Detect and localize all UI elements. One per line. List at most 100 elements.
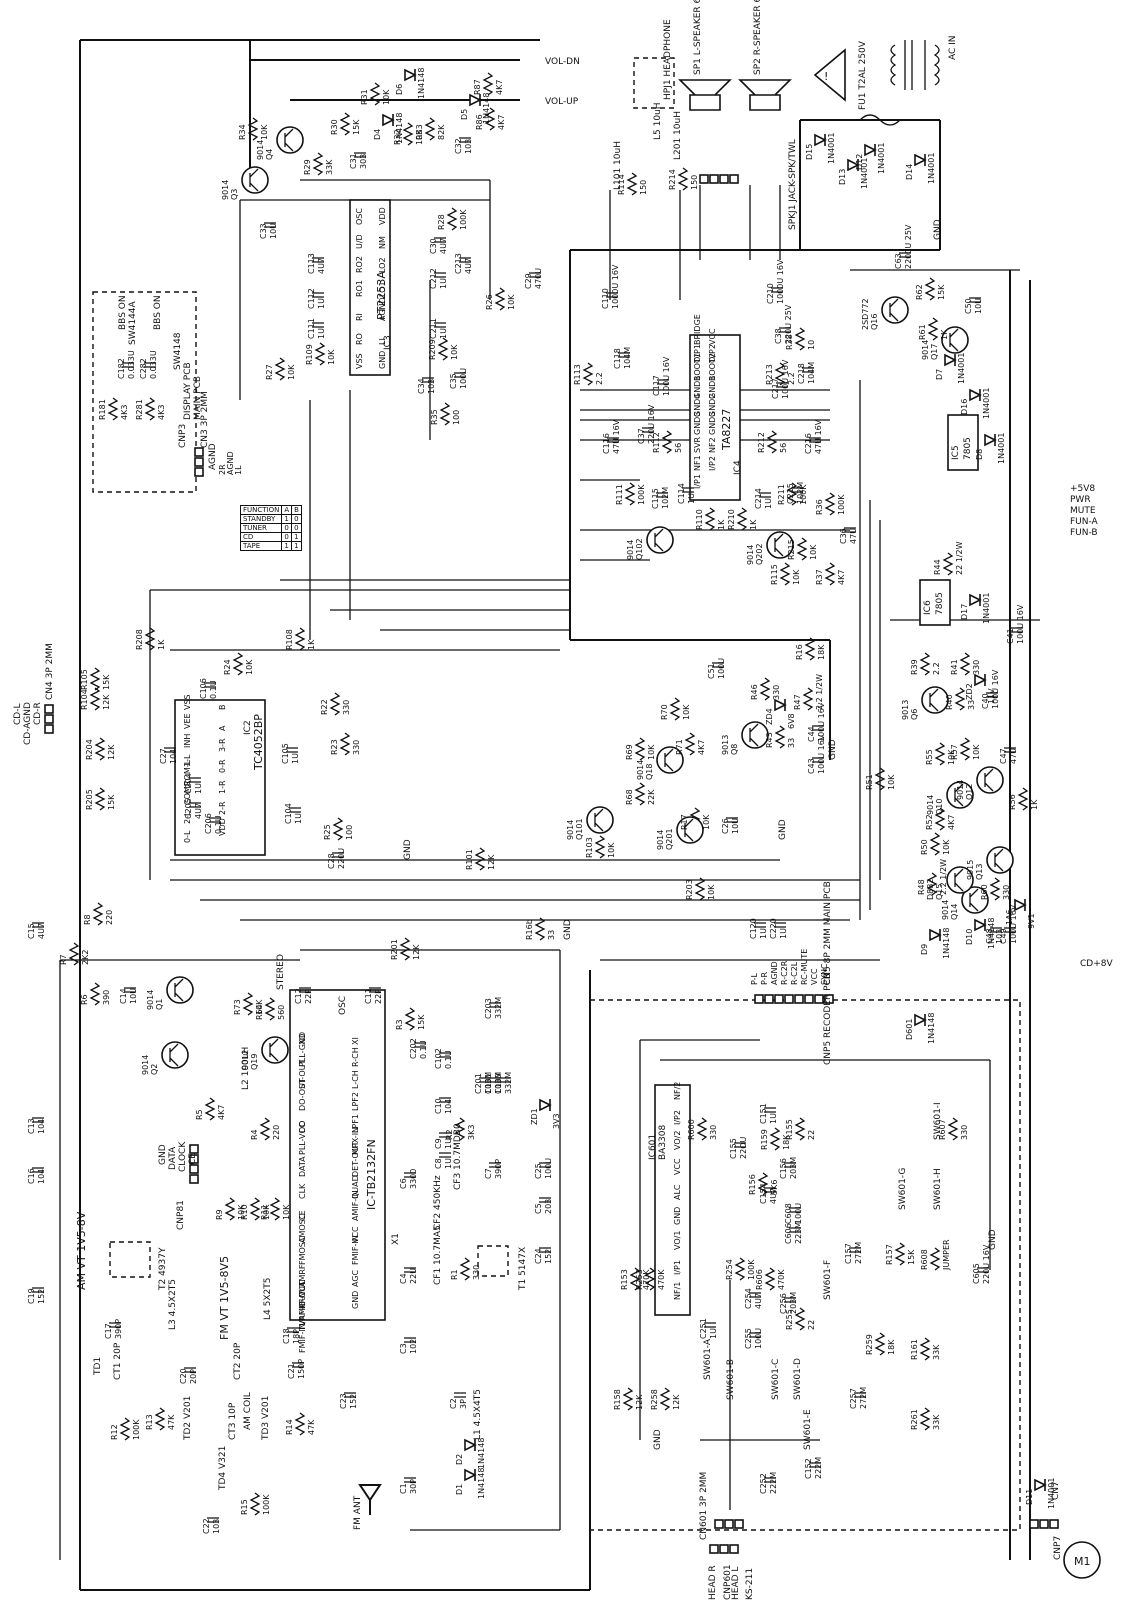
resistor-value: 3K3 [467,1125,476,1140]
capacitor-value: 222M [814,1457,823,1479]
capacitor-c257 [854,1392,866,1398]
svg-text:FM VT 1V5-8V5: FM VT 1V5-8V5 [218,1256,231,1340]
ic-pin-label: COM-L [183,759,192,786]
resistor-ref: R108 [285,629,294,650]
function-table-cell: 1 [281,541,293,551]
ic-pin-label: U/D [355,234,364,249]
svg-text:T2 4937Y: T2 4937Y [158,1247,168,1291]
resistor-ref: R208 [135,629,144,650]
ic-pin-label: GND3 [693,412,702,435]
capacitor-ref: C20 [179,1368,188,1384]
transistor-value: D882 [926,879,935,900]
ic-pin-label: SVR [693,436,702,453]
capacitor-c27 [164,747,176,753]
resistor-value: 12K [412,944,421,960]
ic-pin-label: ST-OUT [298,1060,307,1089]
ic-pin-label: NF2 [708,437,717,453]
capacitor-value: 203 [544,1199,553,1214]
transistor-ref: Q4 [265,149,274,160]
resistor-ref: R44 [933,559,942,575]
resistor-r5 [204,1097,216,1121]
capacitor-value: 0.1U [214,815,223,834]
connector-cn601-pin [734,1519,744,1529]
resistor-ref: R37 [815,569,824,585]
resistor-value: 22 [807,1320,816,1330]
resistor-ref: R104 [80,689,89,710]
svg-text:GND: GND [563,919,573,940]
resistor-r9 [224,1197,236,1221]
ic-pin-label: 2-R [218,801,227,815]
capacitor-value: 4U7 [37,923,46,939]
capacitor-c4 [404,1267,416,1273]
svg-text:HEAD L: HEAD L [731,1567,741,1600]
resistor-value: 4K3 [157,405,166,420]
resistor-ref: R259 [865,1334,874,1355]
capacitor-value: 0.1U [444,1050,453,1069]
capacitor-value: 1U [759,928,768,939]
resistor-r86 [484,107,496,131]
svg-text:CNP7: CNP7 [1053,1536,1063,1560]
resistor-r155 [794,1117,806,1141]
capacitor-ref: C101 [484,1073,493,1094]
connector-cn5-pin [804,994,814,1004]
capacitor-ref: C120 [749,918,758,939]
diode-ref: D16 [960,399,969,415]
vol-up-label: VOL-UP [545,97,579,107]
transistor-q101 [586,806,614,834]
capacitor-value: 103 [212,1519,221,1534]
capacitor-ref: C7 [484,1168,493,1179]
diode-zd2 [974,673,987,687]
connector-spkj1-pin [729,174,739,184]
capacitor-c13 [32,1117,44,1123]
ic-pin-label: AGND [378,297,387,321]
capacitor-c32 [459,137,471,143]
resistor-ref: R41 [950,659,959,675]
transistor-value: 2SD772 [861,298,870,330]
resistor-r36 [824,492,836,516]
transistor-leads [269,1038,279,1062]
svg-text:7805: 7805 [935,592,945,615]
svg-text:L201 10uH: L201 10uH [673,111,683,160]
ic-pin-label: BRIDGE [693,314,702,345]
resistor-r255 [794,1307,806,1331]
resistor-value: 560 [277,1005,286,1020]
fuse-fu1: FU1 T2AL 250V [858,40,901,126]
connector-cnp7-pin [1049,1519,1059,1529]
diode-1a6 [1014,898,1027,912]
ic-pin-label: OSC [355,208,364,225]
diode-value: 1N4148 [417,68,426,99]
capacitor-ref: C32 [454,138,463,154]
svg-text:KS-211: KS-211 [745,1568,755,1600]
diode-d1 [464,1468,477,1482]
resistor-ref: R2 [445,1129,454,1140]
connector-cn5-pin [764,994,774,1004]
capacitor-ref: C210 [766,283,775,304]
capacitor-value: 103M [494,1072,503,1094]
transistor-value: 9014 [656,830,665,850]
capacitor-ref: C24 [534,1248,543,1264]
svg-text:AGND: AGND [208,443,218,470]
resistor-r600 [696,1117,708,1141]
svg-text:FM ANT: FM ANT [353,1495,363,1530]
resistor-value: 4K3 [120,405,129,420]
diode-d10 [974,918,987,932]
resistor-value: 220 [272,1125,281,1140]
transistor-q2 [161,1041,189,1069]
capacitor-c63 [899,252,911,258]
resistor-ref: R255 [785,1309,794,1330]
resistor-ref: R29 [303,159,312,175]
ic-pin-label: CE [298,1210,307,1221]
svg-text:BBS ON: BBS ON [118,295,128,330]
connector-cnp7-pin [1039,1519,1049,1529]
capacitor-ref: C202 [409,1038,418,1059]
resistor-value: 330 [960,1125,969,1140]
connector-cn5-pin [774,994,784,1004]
capacitor-c19 [32,1287,44,1293]
connector-spkj1-pin [699,174,709,184]
capacitor-value: 22P [304,989,313,1004]
resistor-ref: R48 [917,879,926,895]
ic-pin-label: AMRF [298,1264,307,1287]
resistor-value: 1K [157,639,166,650]
capacitor-ref: C255 [744,1328,753,1349]
